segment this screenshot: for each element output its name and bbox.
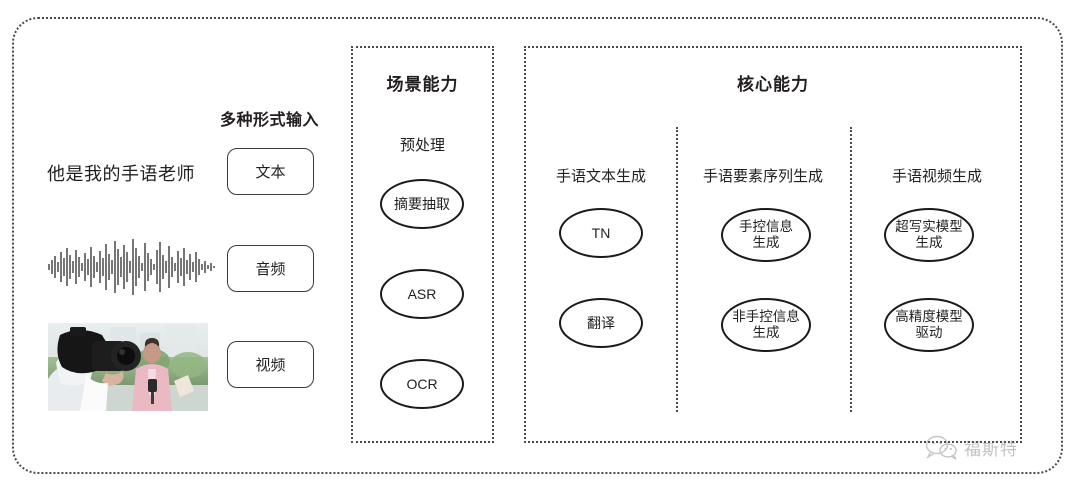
video-thumbnail-image	[48, 323, 208, 411]
core-capability-panel: 核心能力 手语文本生成 TN 翻译 手语要素序列生成 手控信息 生成 非手控信息…	[524, 46, 1022, 443]
wechat-bubbles-icon	[925, 434, 959, 460]
scene-node-asr[interactable]: ASR	[380, 269, 464, 319]
core-node-non-manual-signal-generation[interactable]: 非手控信息 生成	[721, 298, 811, 352]
core-column-divider-2	[850, 127, 852, 412]
input-chip-video[interactable]: 视频	[227, 341, 314, 388]
scene-capability-title: 场景能力	[386, 75, 459, 94]
scene-node-ocr[interactable]: OCR	[380, 359, 464, 409]
watermark-label: 福斯特	[964, 439, 1018, 459]
input-chip-text[interactable]: 文本	[227, 148, 314, 195]
input-chip-video-label: 视频	[255, 357, 286, 374]
core-node-tn[interactable]: TN	[559, 208, 643, 258]
watermark: 福斯特	[925, 434, 1018, 460]
core-node-translation[interactable]: 翻译	[559, 298, 643, 348]
core-node-high-precision-model-driving[interactable]: 高精度模型 驱动	[884, 298, 974, 352]
outer-frame	[12, 17, 1063, 474]
core-column-divider-1	[676, 127, 678, 412]
core-node-manual-signal-generation[interactable]: 手控信息 生成	[721, 208, 811, 262]
input-section-heading: 多种形式输入	[220, 112, 320, 129]
scene-node-summary-extraction[interactable]: 摘要抽取	[380, 179, 464, 229]
core-column-label-sign-text-generation: 手语文本生成	[555, 168, 646, 185]
audio-waveform-icon	[44, 236, 216, 298]
core-column-label-sign-element-sequence-generation: 手语要素序列生成	[702, 168, 823, 185]
input-chip-audio[interactable]: 音频	[227, 245, 314, 292]
core-node-photorealistic-model-generation[interactable]: 超写实模型 生成	[884, 208, 974, 262]
input-chip-audio-label: 音频	[255, 261, 286, 278]
core-column-label-sign-video-generation: 手语视频生成	[891, 168, 982, 185]
scene-column-label-preprocess: 预处理	[399, 137, 445, 154]
scene-capability-panel: 场景能力 预处理 摘要抽取 ASR OCR	[351, 46, 494, 443]
input-sample-text: 他是我的手语老师	[47, 164, 195, 184]
input-chip-text-label: 文本	[255, 164, 286, 181]
core-capability-title: 核心能力	[737, 75, 809, 94]
